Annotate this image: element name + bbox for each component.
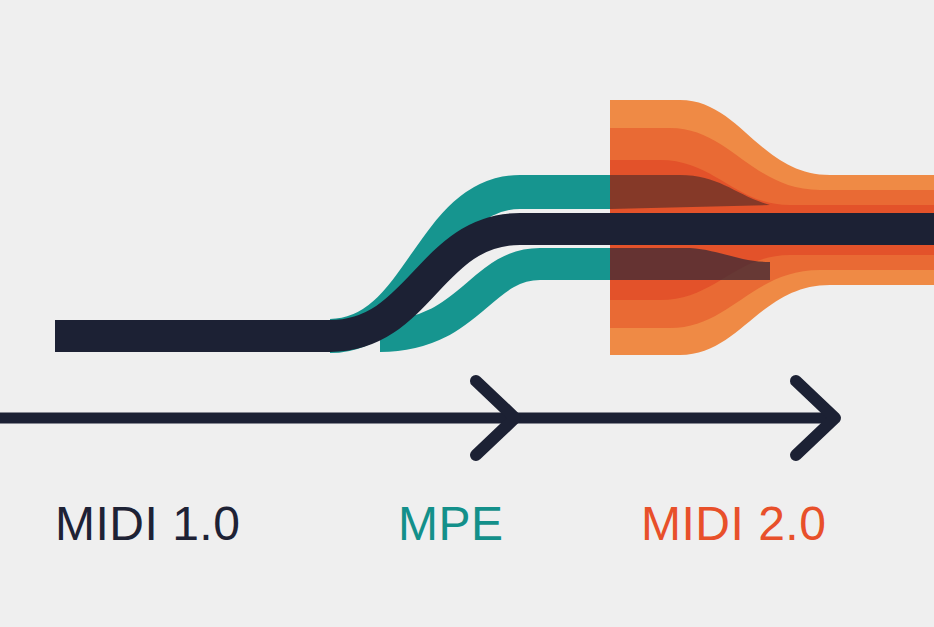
era-label: MIDI 2.0: [641, 500, 826, 548]
strand-overlap: [610, 248, 770, 280]
timeline-arrowhead: [796, 381, 835, 455]
midi-strand: [55, 229, 934, 336]
era-label: MIDI 1.0: [55, 500, 240, 548]
strand-overlap: [610, 175, 770, 209]
timeline: [0, 413, 830, 424]
era-label: MPE: [398, 500, 504, 548]
timeline-arrowhead: [476, 381, 515, 455]
